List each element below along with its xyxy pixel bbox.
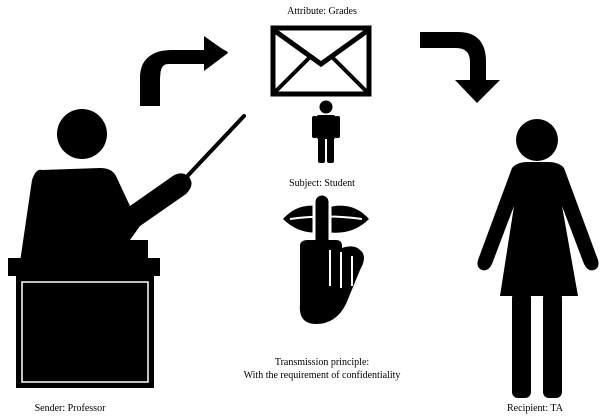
transmission-principle-title: Transmission principle: (222, 357, 422, 369)
recipient-label: Recipient: TA (475, 403, 595, 415)
transmission-principle-value: With the requirement of confidentiality (202, 370, 442, 382)
envelope-icon (273, 28, 369, 94)
teacher-at-lectern-with-pointer-icon (8, 109, 244, 388)
person-icon (312, 101, 340, 164)
subject-label: Subject: Student (252, 178, 392, 190)
sender-label: Sender: Professor (10, 403, 130, 415)
curved-arrow-down-icon (420, 32, 500, 103)
attribute-label: Attribute: Grades (242, 6, 402, 18)
hush-finger-on-lips-icon (283, 194, 369, 324)
curved-arrow-right-icon (140, 36, 228, 106)
woman-icon (478, 119, 599, 398)
